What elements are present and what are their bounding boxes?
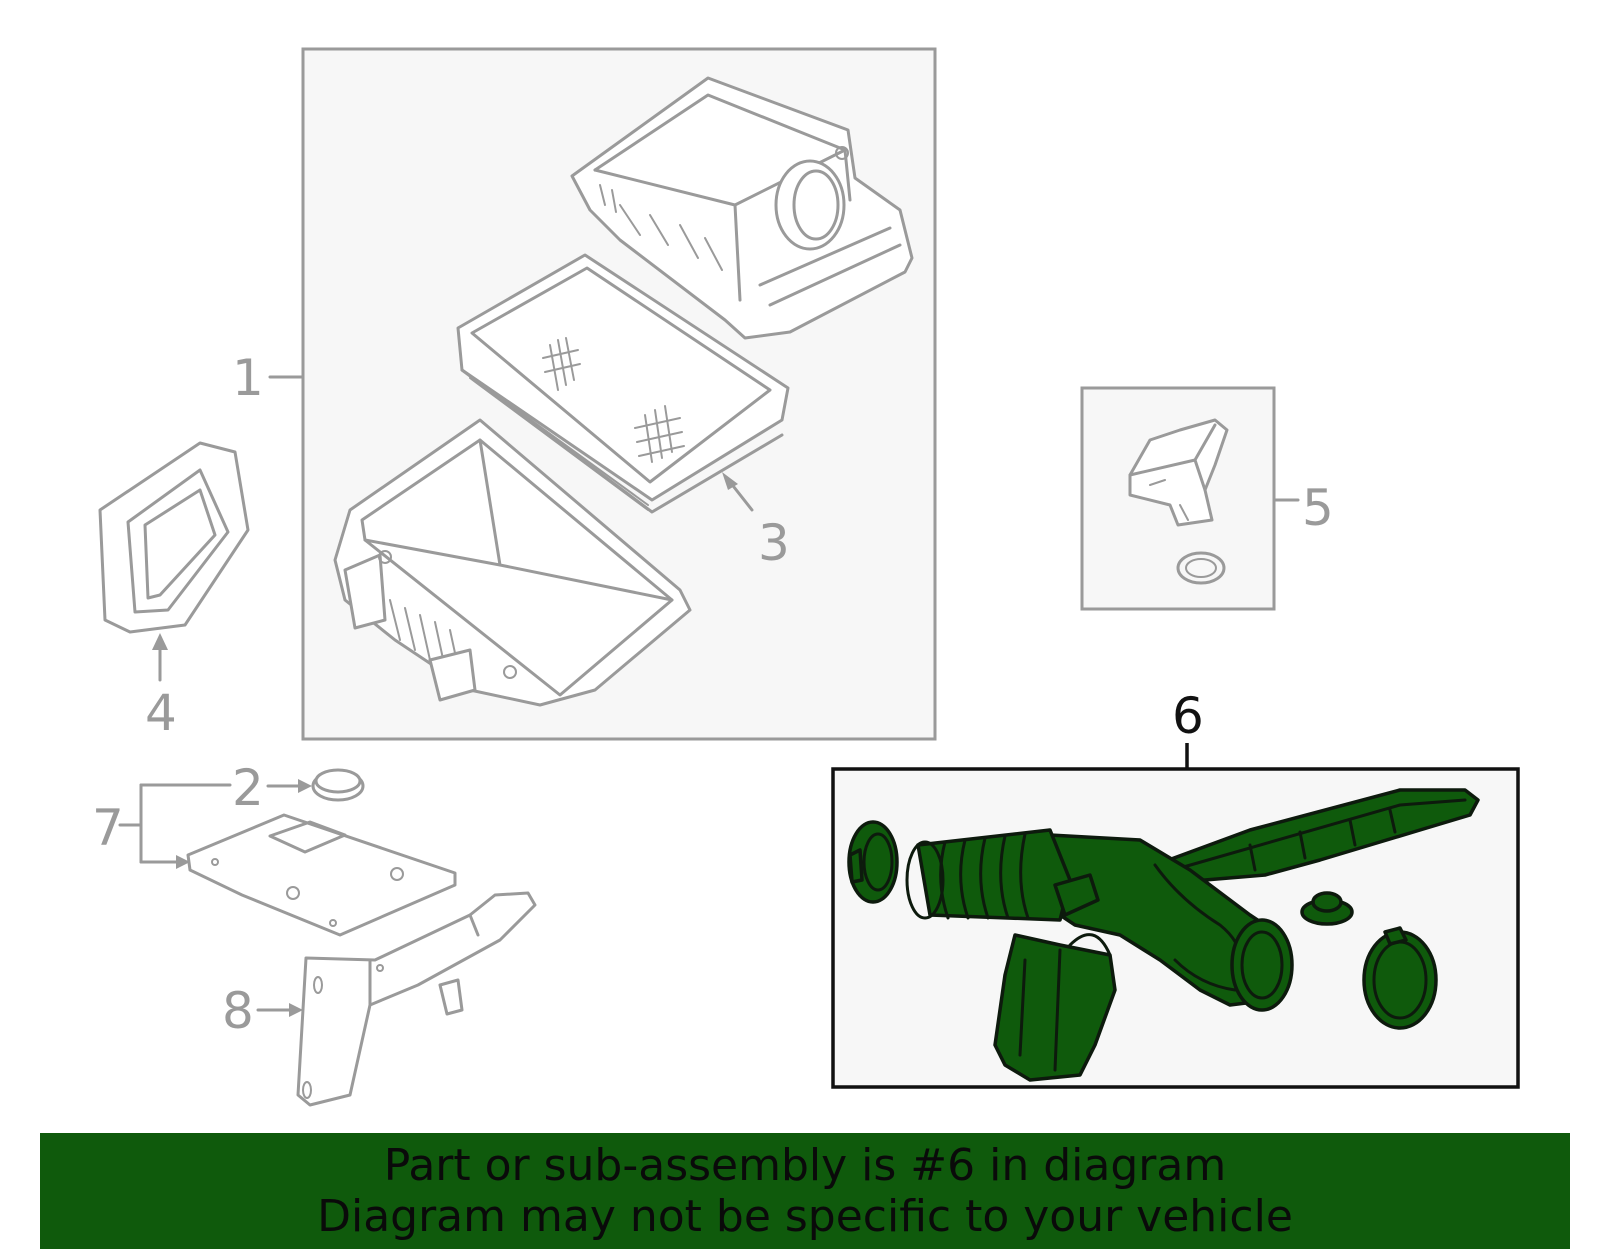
callout-6[interactable]: 6 (1172, 687, 1204, 745)
callout-4[interactable]: 4 (145, 684, 177, 742)
air-filter-element[interactable] (456, 253, 790, 514)
grommet[interactable] (311, 768, 365, 802)
intake-duct-assembly[interactable] (847, 788, 1480, 1082)
callout-2[interactable]: 2 (232, 759, 264, 817)
support-bracket[interactable] (296, 891, 537, 1107)
callout-8[interactable]: 8 (222, 982, 254, 1040)
air-cleaner-housing[interactable] (333, 418, 692, 707)
banner-line-1: Part or sub-assembly is #6 in diagram (383, 1140, 1227, 1191)
callout-3[interactable]: 3 (758, 514, 790, 572)
callout-7[interactable]: 7 (92, 799, 124, 857)
callout-5[interactable]: 5 (1302, 479, 1334, 537)
intake-seal[interactable] (98, 441, 250, 634)
battery-tray-plate[interactable] (186, 813, 457, 937)
banner-line-2: Diagram may not be specific to your vehi… (317, 1191, 1293, 1242)
callout-1[interactable]: 1 (232, 349, 264, 407)
mass-airflow-sensor[interactable] (1128, 418, 1229, 585)
air-cleaner-cover[interactable] (570, 76, 914, 340)
info-banner: Part or sub-assembly is #6 in diagram Di… (40, 1133, 1570, 1249)
